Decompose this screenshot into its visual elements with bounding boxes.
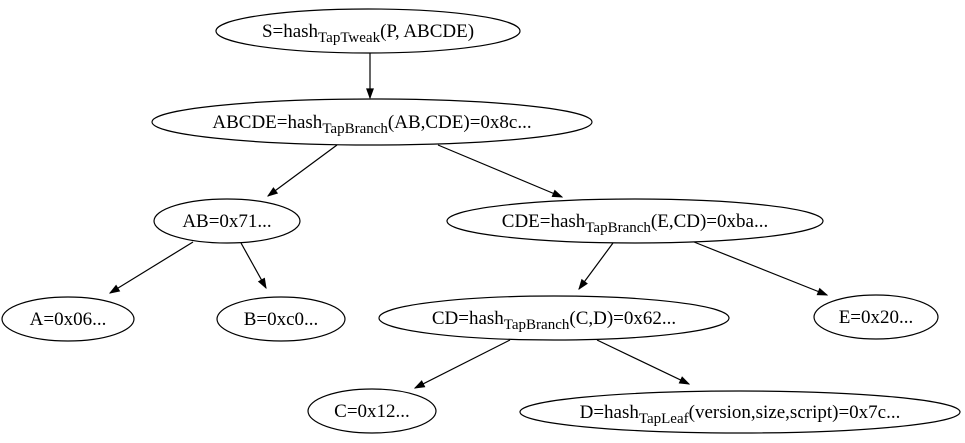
node-cde-label-pre: CDE=hash bbox=[502, 211, 586, 232]
node-c-ellipse bbox=[307, 388, 437, 434]
edge-cd-c bbox=[415, 339, 511, 388]
node-abcde-ellipse bbox=[151, 98, 593, 146]
node-c-label: C=0x12... bbox=[334, 401, 410, 422]
node-b-label: B=0xc0... bbox=[244, 309, 319, 330]
node-ab-label: AB=0x71... bbox=[182, 211, 271, 232]
node-d-label: D=hashTapLeaf(version,size,script)=0x7c.… bbox=[580, 402, 901, 427]
node-s-label-pre: S=hash bbox=[262, 21, 319, 42]
edge-cde-e bbox=[693, 241, 827, 296]
node-s-label-sub: TapTweak bbox=[318, 30, 381, 46]
node-d-label-pre: D=hash bbox=[580, 402, 640, 423]
node-d: D=hashTapLeaf(version,size,script)=0x7c.… bbox=[519, 390, 961, 434]
node-cd-ellipse bbox=[378, 295, 730, 341]
node-cd-label-post: (C,D)=0x62... bbox=[569, 308, 676, 329]
node-abcde-label-pre: ABCDE=hash bbox=[212, 112, 322, 133]
edge-abcde-cde bbox=[437, 144, 562, 198]
node-cde-label-post: (E,CD)=0xba... bbox=[651, 211, 768, 232]
node-b-ellipse bbox=[216, 296, 346, 342]
node-ab: AB=0x71... bbox=[153, 198, 301, 244]
node-a-ellipse bbox=[1, 296, 135, 342]
node-d-label-post: (version,size,script)=0x7c... bbox=[689, 402, 901, 423]
node-cde-label-sub: TapBranch bbox=[585, 220, 651, 236]
node-b: B=0xc0... bbox=[216, 296, 346, 342]
node-e: E=0x20... bbox=[813, 294, 939, 340]
node-cde-label: CDE=hashTapBranch(E,CD)=0xba... bbox=[502, 211, 768, 236]
node-d-ellipse bbox=[519, 390, 961, 434]
node-abcde-label: ABCDE=hashTapBranch(AB,CDE)=0x8c... bbox=[212, 112, 531, 137]
node-abcde: ABCDE=hashTapBranch(AB,CDE)=0x8c... bbox=[151, 98, 593, 146]
node-a: A=0x06... bbox=[1, 296, 135, 342]
edges bbox=[110, 53, 827, 388]
node-d-label-sub: TapLeaf bbox=[639, 411, 689, 427]
node-e-label: E=0x20... bbox=[839, 307, 914, 328]
node-c: C=0x12... bbox=[307, 388, 437, 434]
node-abcde-label-post: (AB,CDE)=0x8c... bbox=[388, 112, 532, 133]
node-e-ellipse bbox=[813, 294, 939, 340]
node-cd-label-pre: CD=hash bbox=[432, 308, 504, 329]
node-s: S=hashTapTweak(P, ABCDE) bbox=[215, 8, 521, 54]
node-s-label: S=hashTapTweak(P, ABCDE) bbox=[262, 21, 474, 46]
node-s-ellipse bbox=[215, 8, 521, 54]
node-cd-label: CD=hashTapBranch(C,D)=0x62... bbox=[432, 308, 676, 333]
node-a-label: A=0x06... bbox=[30, 309, 107, 330]
edge-ab-b bbox=[240, 242, 266, 288]
edge-cd-d bbox=[596, 339, 689, 384]
edge-abcde-ab bbox=[268, 144, 338, 196]
node-cde: CDE=hashTapBranch(E,CD)=0xba... bbox=[446, 198, 824, 244]
node-cd: CD=hashTapBranch(C,D)=0x62... bbox=[378, 295, 730, 341]
node-cd-label-sub: TapBranch bbox=[504, 317, 570, 333]
edge-ab-a bbox=[110, 241, 194, 293]
node-s-label-post: (P, ABCDE) bbox=[380, 21, 474, 42]
node-ab-ellipse bbox=[153, 198, 301, 244]
edge-cde-cd bbox=[579, 242, 614, 289]
node-cde-ellipse bbox=[446, 198, 824, 244]
node-abcde-label-sub: TapBranch bbox=[322, 121, 388, 137]
